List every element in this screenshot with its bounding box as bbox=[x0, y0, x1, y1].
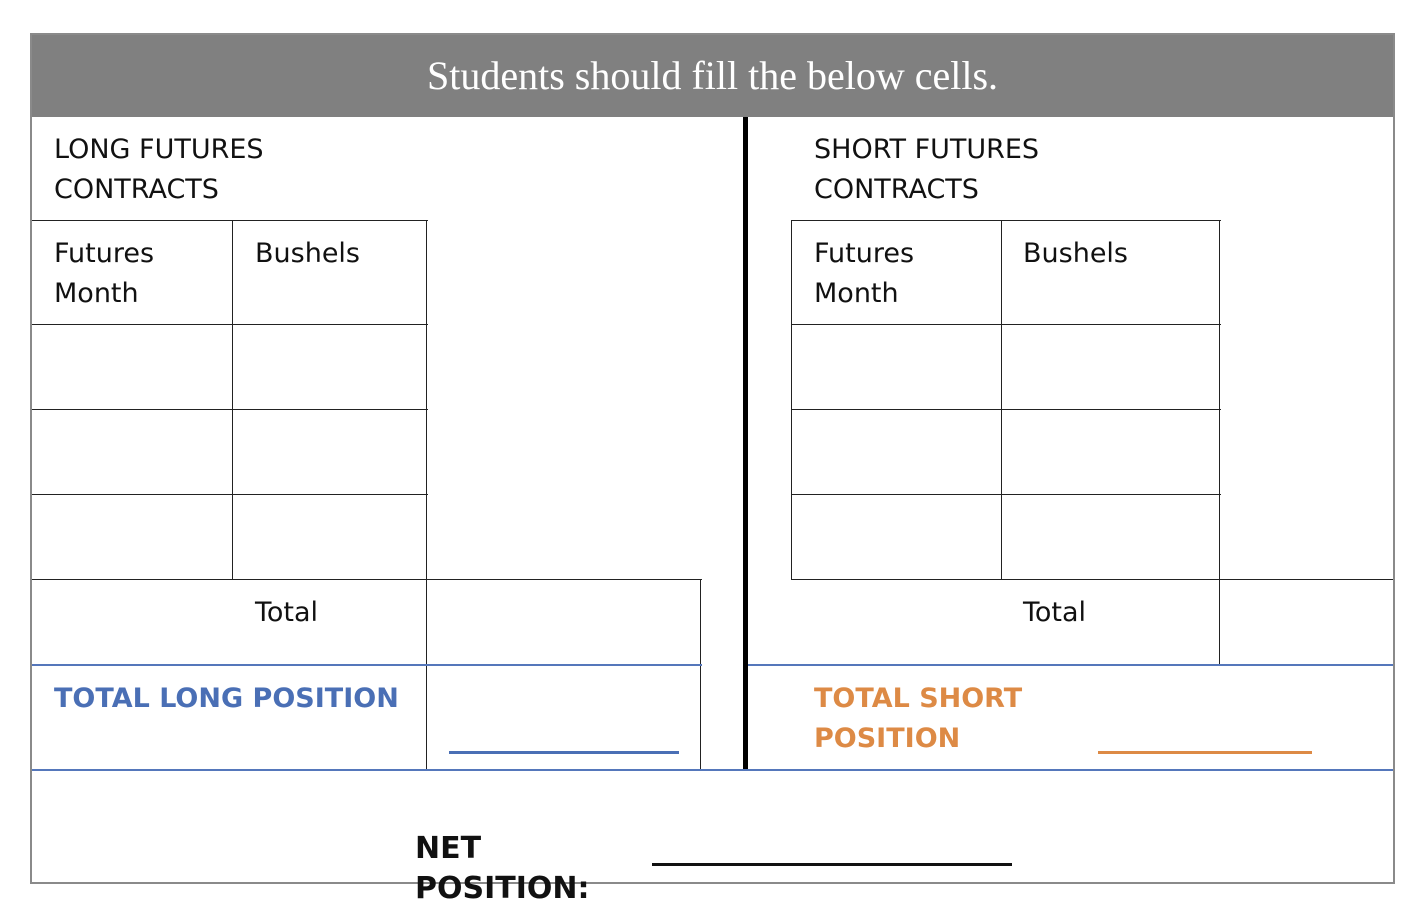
short-month-input-2[interactable] bbox=[793, 410, 1000, 493]
center-divider bbox=[743, 117, 748, 770]
net-position-label: NET POSITION: bbox=[415, 831, 590, 906]
worksheet-header: Students should fill the below cells. bbox=[32, 35, 1393, 117]
short-col-divider bbox=[1001, 220, 1002, 580]
long-bushels-input-3[interactable] bbox=[234, 495, 425, 578]
short-section-title: SHORT FUTURES CONTRACTS bbox=[814, 134, 1040, 205]
short-position-top-line bbox=[748, 664, 1393, 666]
short-month-input-3[interactable] bbox=[793, 495, 1000, 578]
worksheet-frame bbox=[30, 33, 1395, 884]
total-long-position-label: TOTAL LONG POSITION bbox=[54, 683, 399, 714]
short-table-line bbox=[792, 494, 1221, 495]
long-month-input-2[interactable] bbox=[33, 410, 231, 493]
total-short-position-label: TOTAL SHORT POSITION bbox=[814, 683, 1023, 754]
long-table-line bbox=[32, 409, 428, 410]
long-total-right bbox=[700, 579, 701, 770]
short-table-top bbox=[792, 220, 1221, 221]
short-col-left bbox=[791, 220, 792, 580]
short-table-line bbox=[792, 324, 1221, 325]
short-bushels-input-2[interactable] bbox=[1003, 410, 1218, 493]
short-month-input-1[interactable] bbox=[793, 325, 1000, 408]
long-month-input-1[interactable] bbox=[33, 325, 231, 408]
net-position-answer-line[interactable] bbox=[652, 863, 1012, 866]
total-long-answer-line[interactable] bbox=[449, 751, 679, 754]
long-total-label: Total bbox=[255, 597, 319, 628]
long-total-input[interactable] bbox=[428, 581, 699, 663]
short-bushels-input-1[interactable] bbox=[1003, 325, 1218, 408]
net-position-top-line bbox=[32, 769, 1393, 771]
short-col-bushels-header: Bushels bbox=[1023, 238, 1128, 269]
long-col-divider bbox=[232, 220, 233, 580]
long-table-line bbox=[32, 494, 428, 495]
long-section-title: LONG FUTURES CONTRACTS bbox=[54, 134, 264, 205]
long-col-month-header: Futures Month bbox=[54, 238, 155, 309]
long-table-line bbox=[32, 324, 428, 325]
short-total-label: Total bbox=[1023, 597, 1087, 628]
long-month-input-3[interactable] bbox=[33, 495, 231, 578]
short-bushels-input-3[interactable] bbox=[1003, 495, 1218, 578]
short-table-line bbox=[792, 409, 1221, 410]
long-col-bushels-header: Bushels bbox=[255, 238, 360, 269]
long-position-top-line bbox=[32, 664, 702, 666]
total-short-answer-line[interactable] bbox=[1098, 751, 1312, 754]
long-total-top bbox=[32, 579, 702, 580]
long-bushels-input-2[interactable] bbox=[234, 410, 425, 493]
short-total-top bbox=[792, 579, 1393, 580]
long-bushels-input-1[interactable] bbox=[234, 325, 425, 408]
short-col-month-header: Futures Month bbox=[814, 238, 915, 309]
short-col-right bbox=[1219, 220, 1220, 664]
long-table-top bbox=[32, 220, 428, 221]
long-col-right bbox=[426, 220, 427, 770]
short-total-input[interactable] bbox=[1221, 581, 1392, 663]
